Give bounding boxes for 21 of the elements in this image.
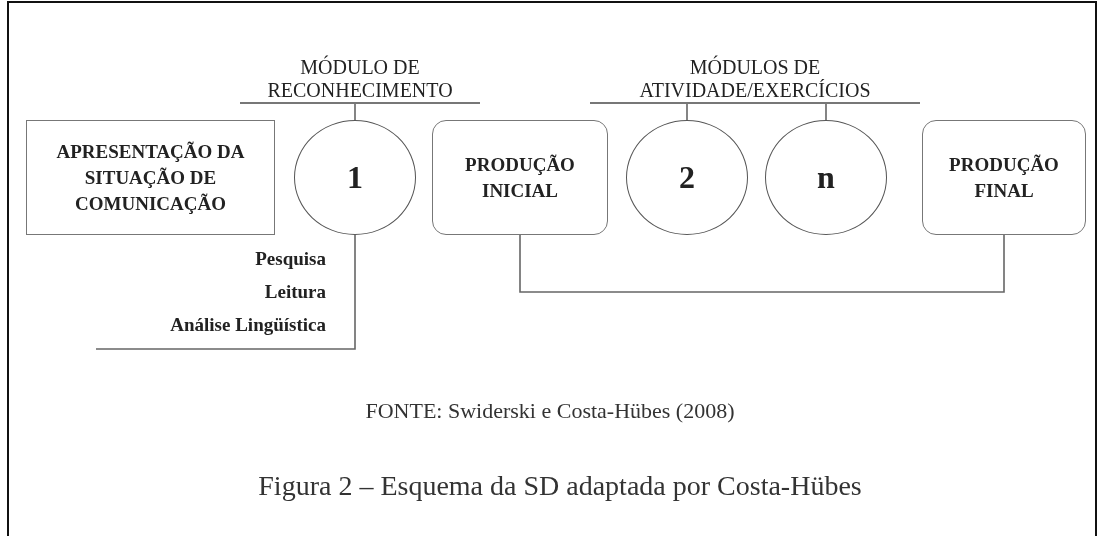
connector-line [825, 103, 827, 121]
module-number: n [817, 159, 835, 196]
activity-label: Leitura [264, 280, 326, 304]
activity-label: Pesquisa [255, 247, 326, 271]
box-label: PRODUÇÃO INICIAL [464, 152, 576, 203]
box-label: APRESENTAÇÃO DA SITUAÇÃO DE COMUNICAÇÃO [55, 139, 246, 216]
process-box [26, 120, 275, 235]
module-number: 2 [679, 159, 695, 196]
figure-caption: Figura 2 – Esquema da SD adaptada por Costa-Hübes [257, 470, 863, 502]
box-label: PRODUÇÃO FINAL [948, 152, 1060, 203]
process-box [922, 120, 1086, 235]
module-heading: MÓDULOS DE ATIVIDADE/EXERCÍCIOS [590, 56, 920, 104]
connector-line [354, 103, 356, 121]
module-heading: MÓDULO DE RECONHECIMENTO [240, 56, 480, 104]
connector-line [519, 234, 1005, 293]
connector-line [95, 234, 356, 350]
activity-label: Análise Lingüística [170, 313, 326, 337]
connector-line [686, 103, 688, 121]
module-number: 1 [347, 159, 363, 196]
source-note: FONTE: Swiderski e Costa-Hübes (2008) [364, 398, 736, 424]
process-box [432, 120, 608, 235]
